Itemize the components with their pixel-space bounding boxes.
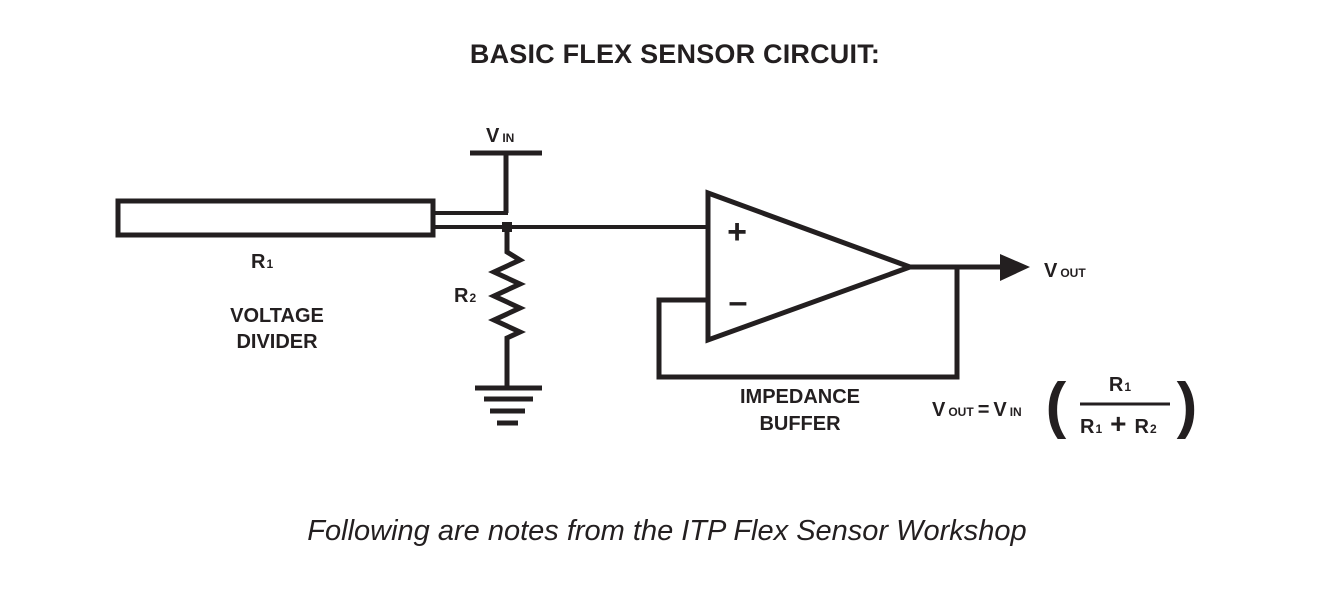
- diagram-title: BASIC FLEX SENSOR CIRCUIT:: [470, 39, 880, 69]
- formula-open-paren: (: [1046, 371, 1067, 440]
- impedance-buffer-label-line2: BUFFER: [759, 413, 841, 435]
- caption-text: Following are notes from the ITP Flex Se…: [307, 515, 1027, 547]
- formula-denominator: R1+R2: [1080, 408, 1157, 439]
- flex-sensor-r1: [115, 198, 436, 238]
- formula-numerator: R1: [1109, 374, 1131, 396]
- voltage-divider-label-line1: VOLTAGE: [230, 305, 324, 327]
- formula-close-paren: ): [1177, 371, 1198, 440]
- output-arrow: [1000, 254, 1030, 281]
- op-amp-minus-sign: –: [729, 283, 748, 321]
- ground-symbol: [475, 385, 542, 426]
- op-amp-plus-sign: +: [727, 213, 747, 251]
- r1-label: R1: [251, 251, 273, 273]
- op-amp: [705, 189, 918, 344]
- resistor-r2: [488, 227, 526, 386]
- voltage-divider-label-line2: DIVIDER: [236, 331, 318, 353]
- feedback-loop: [656, 267, 960, 380]
- impedance-buffer-label-line1: IMPEDANCE: [740, 386, 860, 408]
- r2-label: R2: [454, 285, 476, 307]
